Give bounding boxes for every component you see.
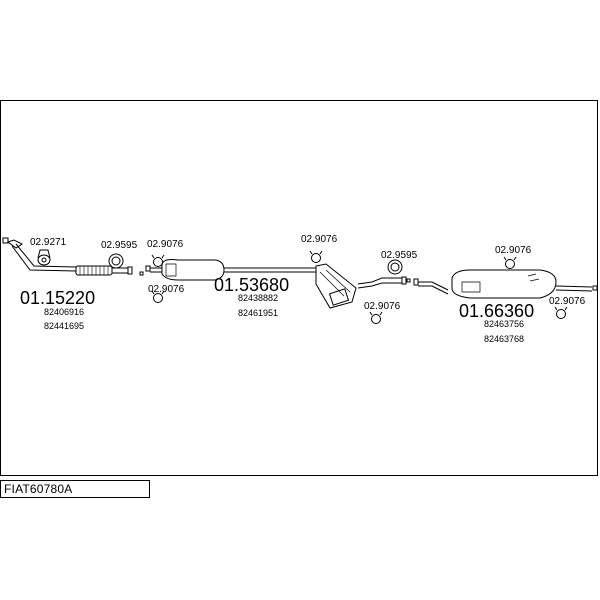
part-number-small: 02.9076 xyxy=(301,234,338,245)
part-number-small: 02.9076 xyxy=(549,296,586,307)
part-number-01-15220: 01.15220 xyxy=(20,288,95,308)
rear-silencer-drawing xyxy=(413,269,598,299)
ring-s7-drawing xyxy=(369,311,383,324)
part-number-small: 02.9076 xyxy=(364,301,401,312)
oem-ref: 82441695 xyxy=(44,321,84,331)
seal-marker xyxy=(406,278,411,283)
connecting-pipe-drawing xyxy=(357,276,407,289)
seal-marker xyxy=(139,271,144,276)
part-number-small: 02.9271 xyxy=(30,237,67,248)
part-number-small: 02.9076 xyxy=(148,284,185,295)
oem-ref: 82463756 xyxy=(484,319,524,329)
oem-ref: 82438882 xyxy=(238,293,278,303)
ring-s3-drawing xyxy=(151,254,165,267)
diagram-code-box: FIAT60780A xyxy=(0,480,150,498)
middle-silencer-drawing xyxy=(145,259,357,309)
gasket-02-9595-drawing xyxy=(108,253,124,269)
oem-ref: 82463768 xyxy=(484,334,524,344)
clamp-02-9271-drawing xyxy=(37,249,51,266)
part-number-small: 02.9595 xyxy=(381,250,418,261)
ring-s9-drawing xyxy=(554,306,568,319)
gasket-s6-drawing xyxy=(387,259,403,275)
part-number-small: 02.9076 xyxy=(495,245,532,256)
ring-s5-drawing xyxy=(309,250,323,263)
part-number-small: 02.9076 xyxy=(147,239,184,250)
diagram-code: FIAT60780A xyxy=(4,482,73,496)
oem-ref: 82406916 xyxy=(44,307,84,317)
part-number-01-66360: 01.66360 xyxy=(459,301,534,321)
front-pipe-drawing xyxy=(2,237,133,276)
part-number-small: 02.9595 xyxy=(101,240,138,251)
oem-ref: 82461951 xyxy=(238,308,278,318)
ring-s4-drawing xyxy=(151,290,165,303)
ring-s8-drawing xyxy=(503,256,517,269)
part-number-01-53680: 01.53680 xyxy=(214,275,289,295)
